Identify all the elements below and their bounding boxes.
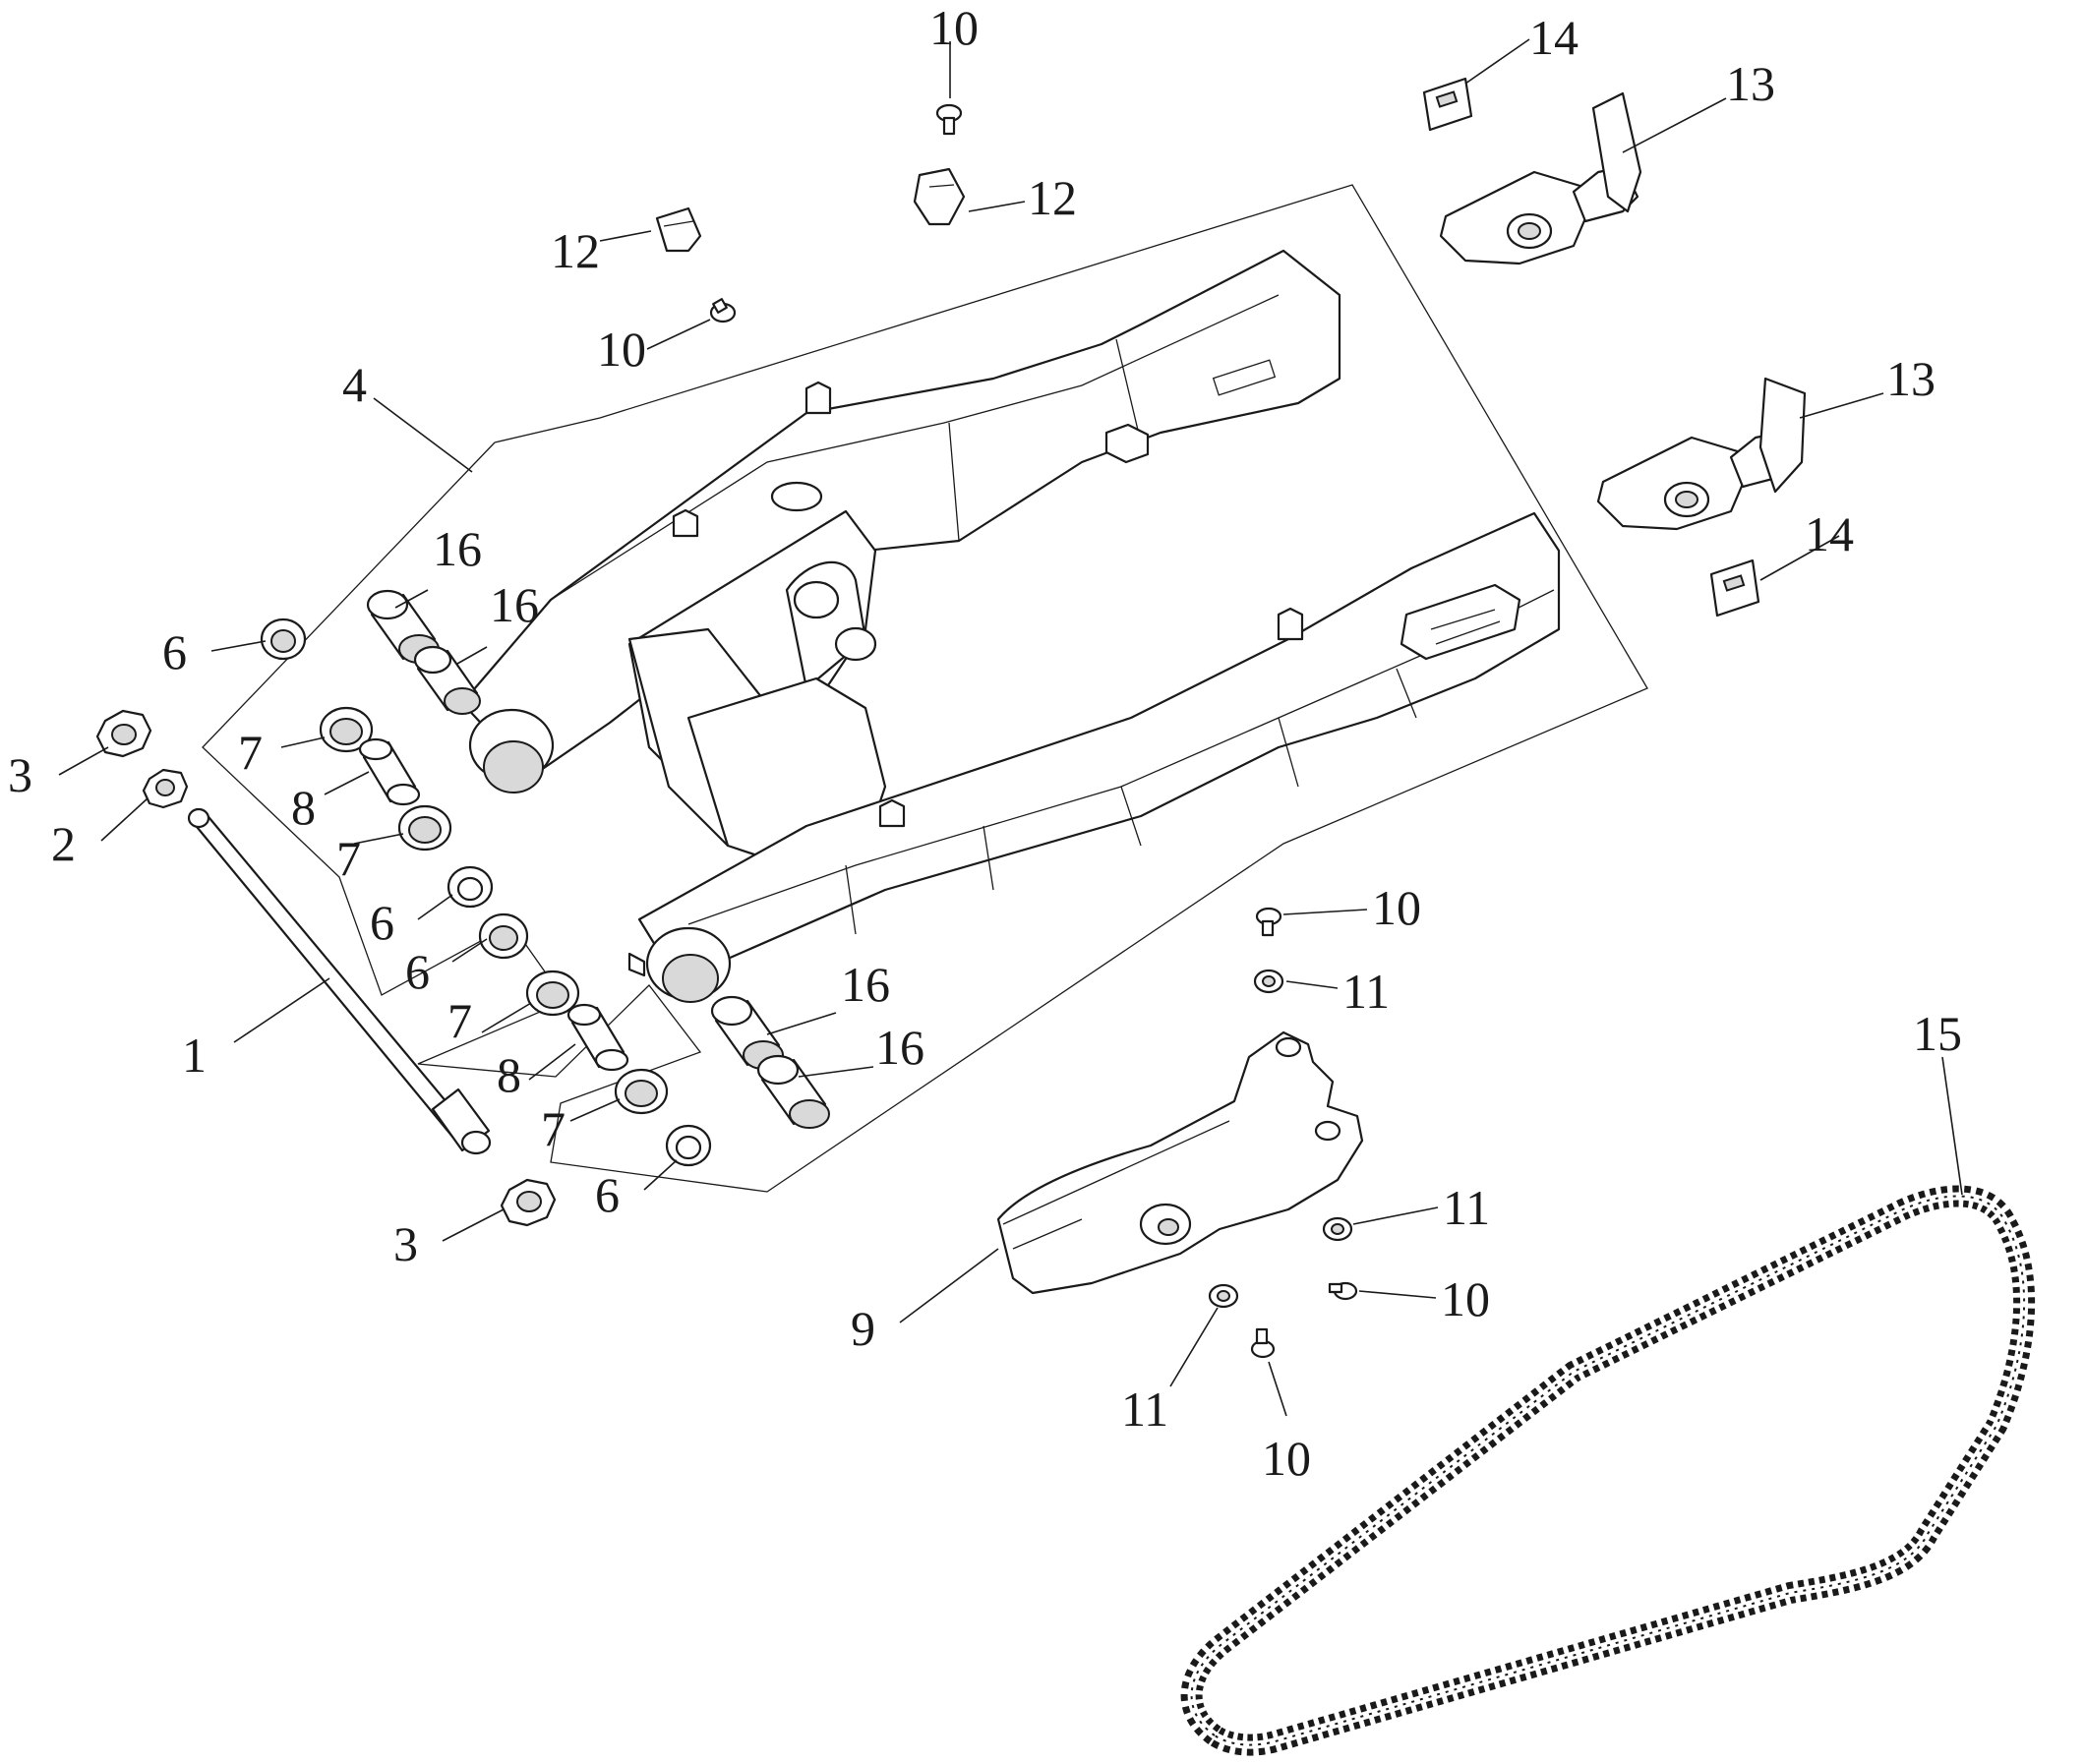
- callout-10a: 10: [929, 0, 979, 55]
- bolt-10e: [1250, 1327, 1276, 1359]
- callout-12a: 12: [551, 223, 600, 278]
- callout-11a: 11: [1342, 964, 1390, 1019]
- bolt-10d: [1328, 1281, 1358, 1301]
- callout-13b: 13: [1886, 351, 1936, 406]
- callout-labels: 1 2 3 3 4 6 6 6 6 7 7 7 7 8 8 9 10 10 10…: [8, 0, 1962, 1486]
- callout-3-lower: 3: [393, 1216, 418, 1271]
- bolt-10a: [935, 103, 963, 136]
- seal-7d: [614, 1068, 669, 1115]
- callout-3-upper: 3: [8, 747, 32, 802]
- seal-7b: [397, 804, 452, 852]
- callout-7a: 7: [238, 725, 263, 780]
- callout-16c: 16: [841, 957, 890, 1012]
- collar-11b: [1322, 1216, 1353, 1242]
- clip-12a: [655, 206, 702, 253]
- nut-3-lower: [500, 1178, 557, 1227]
- bolt-10b: [709, 298, 737, 323]
- callout-7c: 7: [447, 993, 472, 1048]
- clip-12b: [913, 167, 966, 226]
- callout-11c: 11: [1121, 1382, 1168, 1437]
- callout-6a: 6: [162, 624, 187, 679]
- callout-4: 4: [342, 357, 367, 412]
- callout-8b: 8: [497, 1047, 521, 1102]
- callout-2: 2: [51, 816, 76, 871]
- callout-13a: 13: [1726, 56, 1775, 111]
- callout-8a: 8: [291, 780, 316, 835]
- callout-1: 1: [182, 1028, 207, 1083]
- callout-10c: 10: [1372, 880, 1421, 935]
- plate-14b: [1709, 559, 1760, 617]
- washer-6d: [665, 1124, 712, 1167]
- callout-11b: 11: [1443, 1180, 1490, 1235]
- bolt-10c: [1255, 907, 1282, 937]
- callout-12b: 12: [1028, 170, 1077, 225]
- callout-15: 15: [1913, 1006, 1962, 1061]
- chain-slider: [996, 1030, 1364, 1295]
- callout-9: 9: [851, 1301, 875, 1356]
- callout-14a: 14: [1529, 10, 1579, 65]
- collar-11c: [1208, 1283, 1239, 1309]
- swingarm: [460, 249, 1561, 1003]
- pivot-shaft: [187, 807, 492, 1155]
- callout-14b: 14: [1805, 506, 1854, 561]
- seal-7c: [525, 970, 580, 1017]
- bushing-16d: [756, 1054, 830, 1129]
- callout-10e: 10: [1262, 1431, 1311, 1486]
- callout-10b: 10: [597, 322, 646, 377]
- bushing-16a: [366, 589, 440, 664]
- washer-6c: [478, 912, 529, 960]
- sleeve-8a: [358, 737, 421, 806]
- callout-10d: 10: [1441, 1271, 1490, 1326]
- washer-6a: [260, 617, 307, 661]
- plate-14a: [1422, 77, 1473, 132]
- swingarm-group-outline: [202, 184, 1648, 1193]
- leader-lines: [58, 38, 1963, 1417]
- washer-6b: [447, 865, 494, 909]
- callout-7b: 7: [336, 831, 361, 886]
- callout-16d: 16: [875, 1020, 924, 1075]
- nut-2: [142, 768, 189, 809]
- collar-11a: [1253, 969, 1284, 994]
- chain-adjuster-13b: [1596, 377, 1807, 531]
- bushing-16b: [413, 645, 481, 715]
- callout-6b: 6: [370, 895, 394, 950]
- callout-16a: 16: [433, 521, 482, 576]
- sleeve-8b: [566, 1003, 629, 1072]
- drive-chain: [1180, 1185, 2036, 1756]
- callout-6c: 6: [405, 944, 430, 999]
- chain-adjuster-13a: [1439, 91, 1642, 265]
- callout-6d: 6: [595, 1167, 620, 1222]
- callout-16b: 16: [490, 577, 539, 632]
- nut-3-upper: [95, 709, 152, 758]
- seal-7a: [319, 706, 374, 753]
- callout-7d: 7: [541, 1101, 566, 1156]
